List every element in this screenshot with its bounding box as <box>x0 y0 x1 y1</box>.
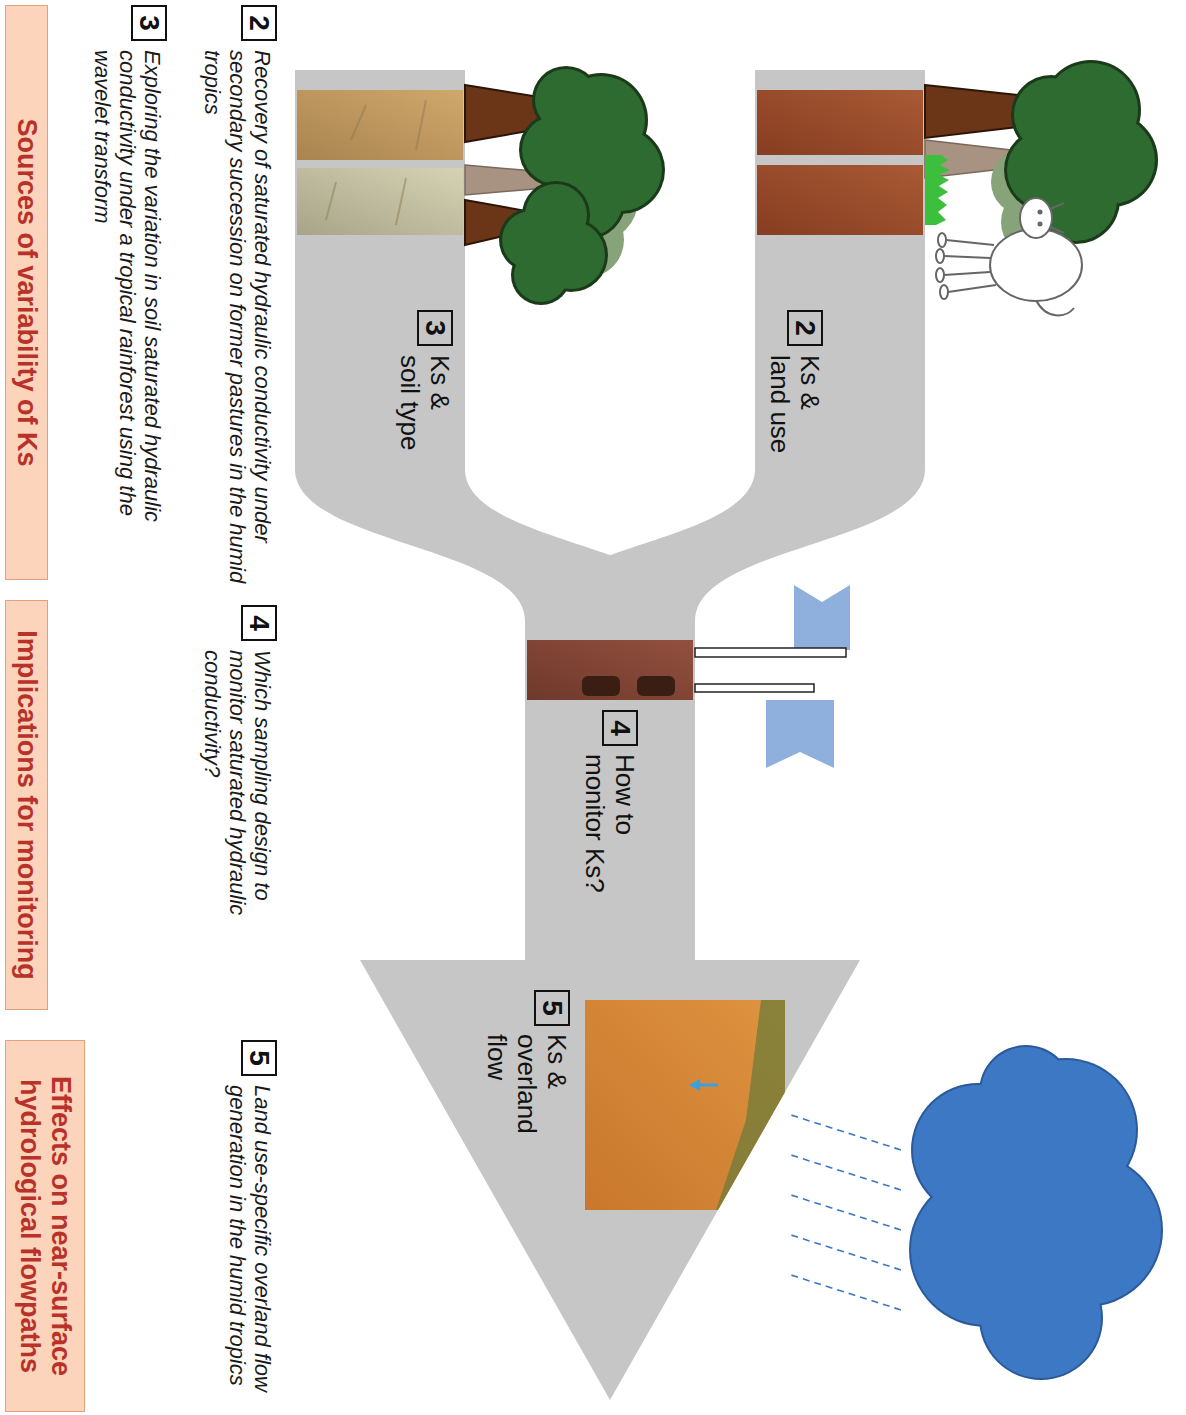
cow-head <box>1020 198 1052 238</box>
canopy-outline <box>1004 60 1158 244</box>
soil-photo <box>757 90 923 155</box>
flow-arrow <box>732 1180 748 1196</box>
callout-number: 3 <box>417 310 453 346</box>
section-heading: Sources of variability of Ks <box>5 5 48 580</box>
sampling-bar <box>695 684 814 692</box>
callout-number: 5 <box>534 990 570 1026</box>
rain <box>791 1115 901 1310</box>
flow-label: Ks & overland flow <box>482 1034 572 1134</box>
cloud-outline <box>909 1045 1163 1380</box>
sample-hole <box>582 676 620 696</box>
cloud-fill <box>911 1047 1161 1378</box>
rain-line <box>791 1115 901 1150</box>
callout-number: 4 <box>241 605 277 641</box>
paper-caption: Land use-specific overland flow generati… <box>225 1085 275 1405</box>
rain-line <box>791 1155 901 1190</box>
cow-eye <box>1039 223 1042 226</box>
soil-photo <box>527 640 693 700</box>
cow-sketch <box>936 198 1082 315</box>
section-heading: Effects on near-surface hydrological flo… <box>5 1040 85 1412</box>
tree <box>465 181 608 305</box>
ribbon <box>794 585 850 650</box>
vegetation-patch <box>716 1000 785 1210</box>
rain-line <box>791 1235 901 1270</box>
callout-number: 2 <box>241 5 277 41</box>
heading-text: Effects on near-surface hydrological flo… <box>14 1051 76 1401</box>
flow-arrowhead <box>689 1079 700 1091</box>
canopy-outline <box>499 181 608 305</box>
paper-caption: Recovery of saturated hydraulic conducti… <box>200 50 275 590</box>
callout-number: 3 <box>131 5 167 41</box>
soil-photo <box>297 90 463 160</box>
cow-body <box>990 229 1082 301</box>
cow-leg <box>946 240 994 245</box>
overland-photo <box>585 1000 785 1210</box>
flow-arrow <box>698 1084 718 1087</box>
heading-text: Implications for monitoring <box>11 630 42 980</box>
callout-number: 4 <box>602 710 638 746</box>
cow-hoof <box>936 268 944 282</box>
canopy-fill <box>502 184 605 302</box>
flow-arrowhead <box>724 1190 739 1204</box>
callout-number: 5 <box>241 1040 277 1076</box>
cow-hoof <box>940 285 948 299</box>
cloud-lobe <box>981 1047 1071 1137</box>
sample-hole <box>637 676 675 696</box>
cow-leg <box>944 272 990 275</box>
cow-hoof <box>938 233 946 247</box>
rain-line <box>791 1195 901 1230</box>
cow-eye <box>1039 211 1042 214</box>
tree-canopy <box>535 69 597 131</box>
section-heading: Implications for monitoring <box>5 600 48 1010</box>
cow-tail <box>1036 300 1074 315</box>
cow-hoof <box>936 249 944 263</box>
rain-line <box>791 1275 901 1310</box>
cow-leg <box>944 256 990 258</box>
paper-caption: Exploring the variation in soil saturate… <box>90 50 165 590</box>
soil-photo <box>585 1000 785 1210</box>
tree-canopy <box>1014 78 1088 152</box>
callout-number: 2 <box>787 310 823 346</box>
tree-canopy <box>502 211 560 269</box>
grass <box>925 155 950 225</box>
flow-label: Ks & soil type <box>395 355 455 451</box>
ribbon <box>766 700 834 768</box>
heading-text: Sources of variability of Ks <box>11 118 42 466</box>
paper-caption: Which sampling design to monitor saturat… <box>200 650 275 980</box>
flow-label: How to monitor Ks? <box>580 754 640 893</box>
cow-leg <box>948 285 996 292</box>
soil-photo <box>757 165 923 235</box>
photo-texture <box>326 100 426 225</box>
canopy-fill <box>1007 63 1155 241</box>
flow-band <box>360 919 860 1400</box>
tree <box>925 60 1158 244</box>
flow-band <box>295 469 695 621</box>
flow-label: Ks & land use <box>765 355 825 454</box>
soil-photo <box>297 168 463 235</box>
sampling-bar <box>695 648 846 657</box>
